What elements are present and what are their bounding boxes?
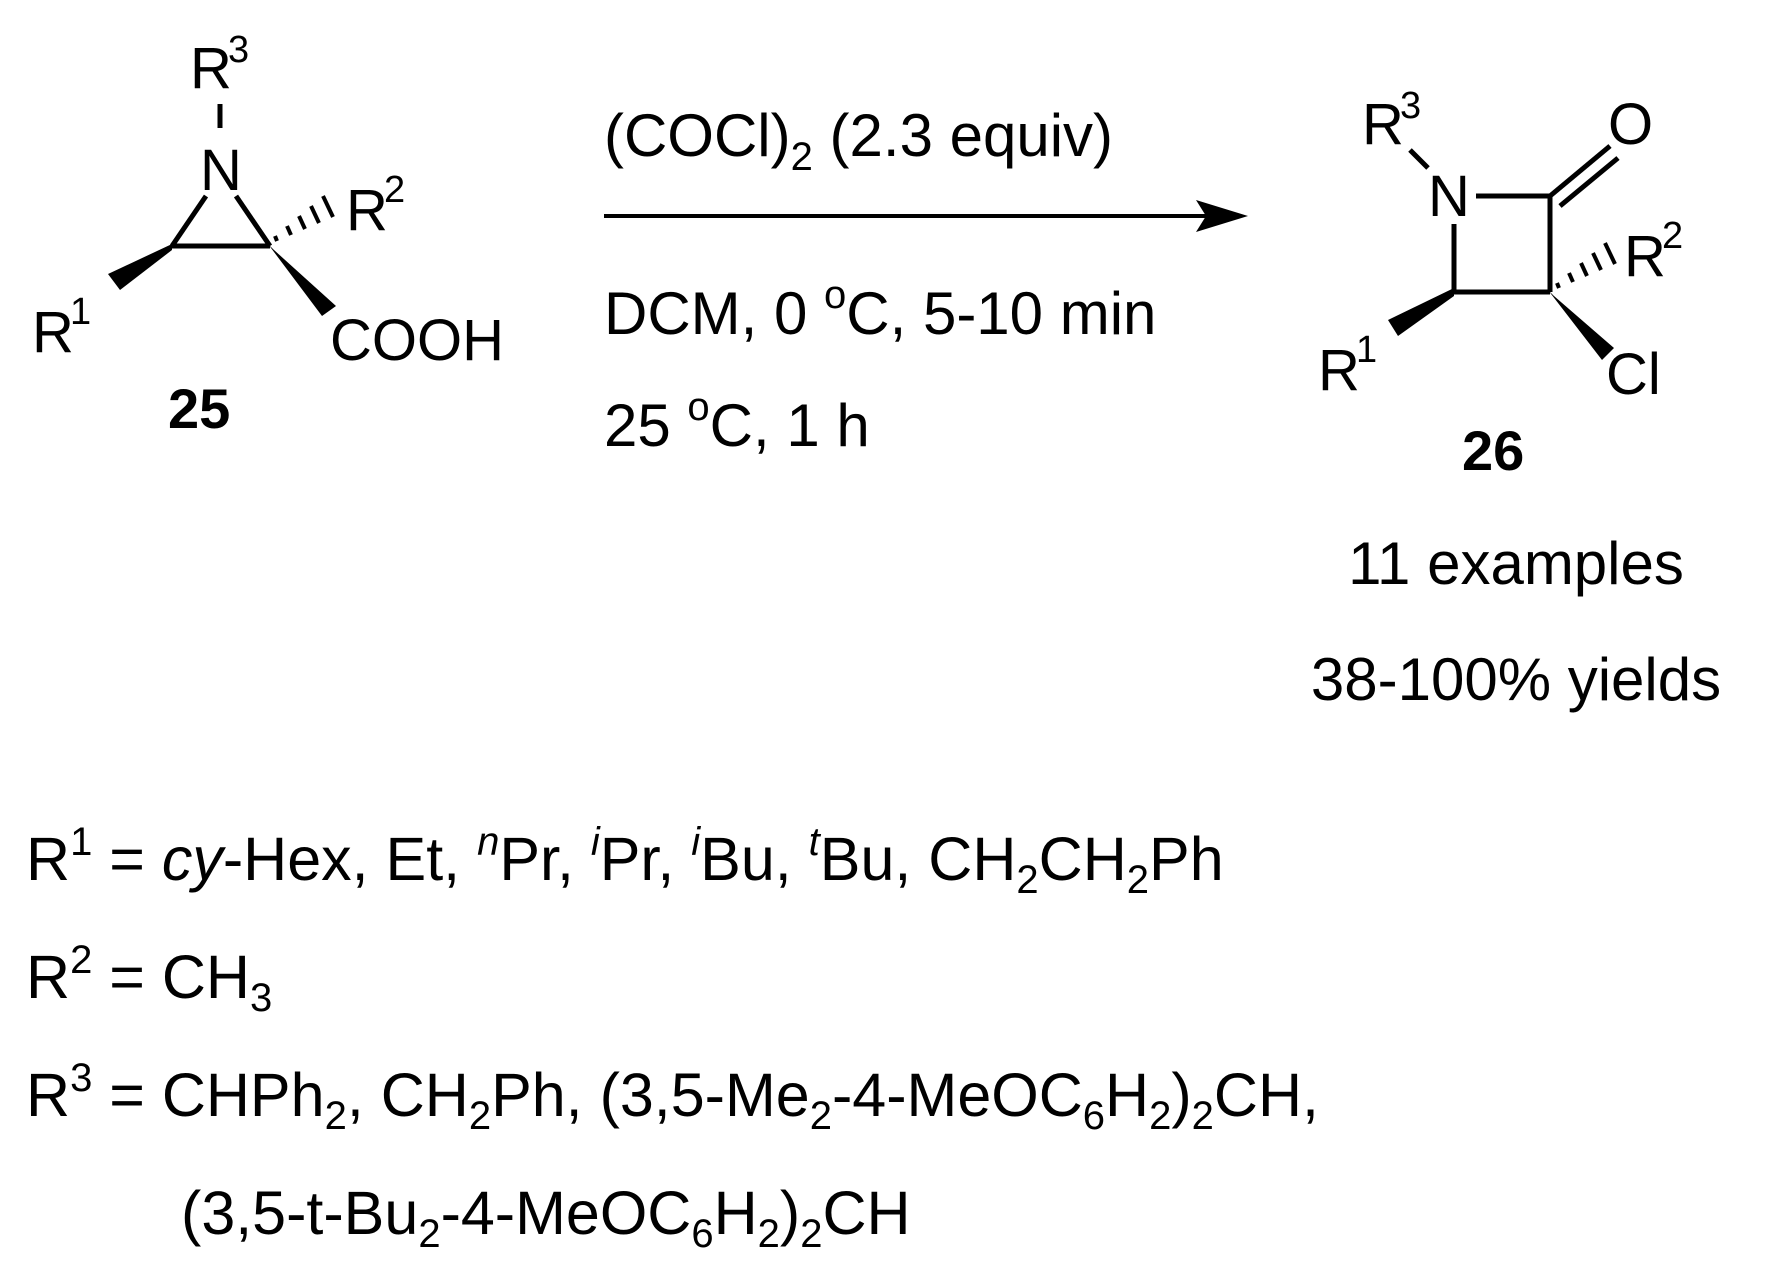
- reactant-number: 25: [168, 377, 230, 440]
- reactant-r3-label: R: [190, 36, 232, 101]
- product-r3-sup: 3: [1400, 85, 1421, 127]
- product-n-atom: N: [1428, 164, 1470, 229]
- product-r2-sup: 2: [1662, 215, 1683, 257]
- bond-c-o-2: [1558, 156, 1620, 208]
- bond-n-c2: [233, 194, 273, 248]
- bond-n-c3: [169, 194, 209, 248]
- reactant-r1-label: R: [32, 300, 74, 365]
- product-number: 26: [1462, 419, 1524, 482]
- product-beta-lactam: R 3 N O R 2 Cl R 1 26 11 exam: [1311, 85, 1721, 713]
- product-r2-label: R: [1624, 224, 1666, 289]
- reaction-arrow-head: [1196, 200, 1248, 232]
- r3-definition: R3 = CHPh2, CH2Ph, (3,5-Me2-4-MeOC6H2)2C…: [26, 1056, 1319, 1138]
- reactant-cooh-label: COOH: [330, 308, 504, 373]
- product-cl-label: Cl: [1606, 342, 1661, 407]
- product-o-atom: O: [1608, 92, 1653, 157]
- reactant-r2-label: R: [346, 178, 388, 243]
- reaction-conditions: (COCl)2 (2.3 equiv) DCM, 0 oC, 5-10 min …: [604, 102, 1248, 459]
- product-r3-label: R: [1362, 92, 1404, 157]
- substituent-definitions: R1 = cy-Hex, Et, nPr, iPr, iBu, tBu, CH2…: [26, 800, 1319, 1272]
- reactant-n-atom: N: [200, 138, 242, 203]
- wedge-c3-cl: [1548, 290, 1614, 360]
- reactant-r2-sup: 2: [384, 169, 405, 211]
- hash-c3-r2-product: [1555, 242, 1617, 289]
- conditions-line-2: 25 oC, 1 h: [604, 385, 870, 459]
- wedge-c2-cooh: [268, 244, 336, 316]
- conditions-line-1: DCM, 0 oC, 5-10 min: [604, 273, 1156, 347]
- product-r1-sup: 1: [1356, 329, 1377, 371]
- wedge-c4-r1: [1388, 288, 1454, 336]
- product-examples: 11 examples: [1348, 530, 1684, 597]
- r3-definition-continued: (3,5-t-Bu2-4-MeOC6H2)2CH: [181, 1179, 911, 1256]
- product-yields: 38-100% yields: [1311, 646, 1721, 713]
- r2-definition: R2 = CH3: [26, 938, 273, 1020]
- reaction-scheme: R 3 N R 2 R 1 COOH 25: [32, 29, 1721, 713]
- reagent-text: (COCl)2 (2.3 equiv): [604, 102, 1113, 179]
- reactant-aziridine: R 3 N R 2 R 1 COOH 25: [32, 29, 504, 440]
- wedge-c3-r1: [108, 244, 172, 290]
- hash-c2-r2: [273, 195, 335, 242]
- product-r1-label: R: [1318, 338, 1360, 403]
- bond-c-o-1: [1548, 144, 1612, 198]
- r1-definition: R1 = cy-Hex, Et, nPr, iPr, iBu, tBu, CH2…: [26, 820, 1224, 902]
- reactant-r3-sup: 3: [228, 29, 249, 71]
- bond-r3-n-product: [1408, 148, 1430, 170]
- reactant-r1-sup: 1: [70, 291, 91, 333]
